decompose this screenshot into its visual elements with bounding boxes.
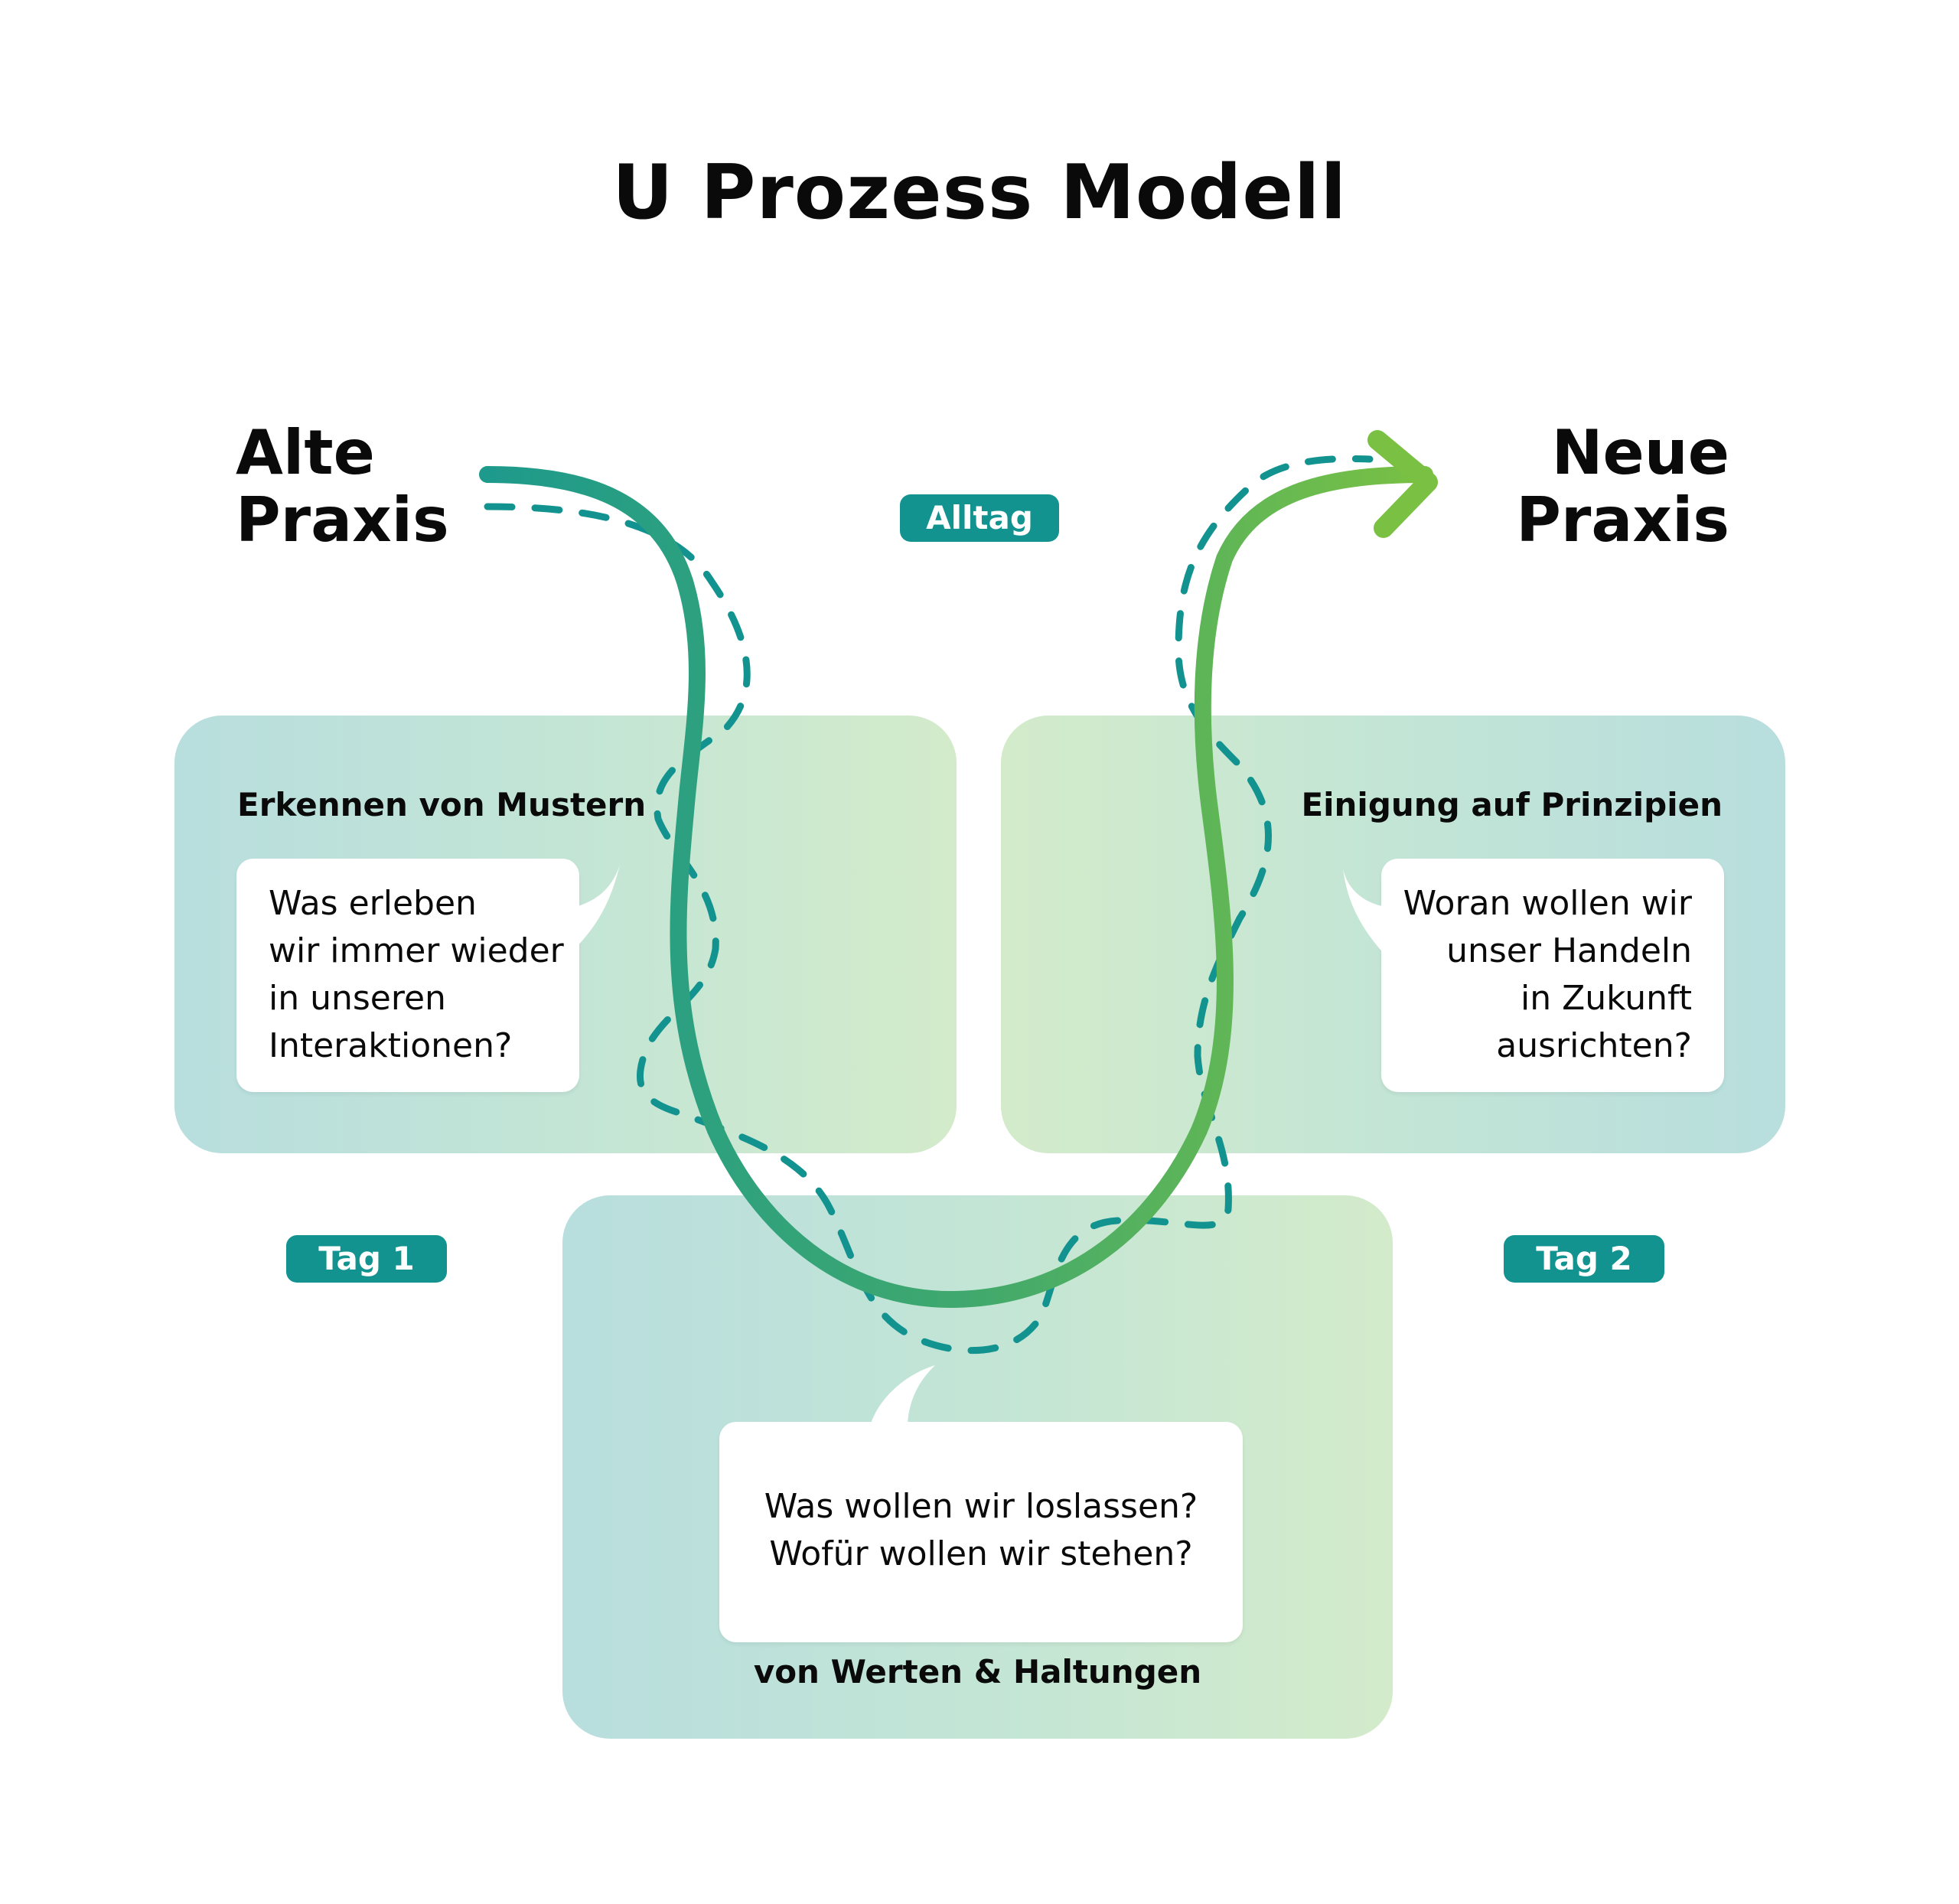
end-label: Neue Praxis [1516, 419, 1729, 554]
end-label-line1: Neue [1551, 417, 1729, 488]
right-question-text: Woran wollen wir unser Handeln in Zukunf… [1403, 880, 1692, 1070]
left-question-text: Was erleben wir immer wieder in unseren … [269, 880, 564, 1070]
alltag-tag: Alltag [900, 494, 1059, 542]
left-question-line: Interaktionen? [269, 1026, 513, 1065]
start-label: Alte Praxis [236, 419, 449, 554]
day-1-tag: Tag 1 [286, 1235, 447, 1283]
right-question-line: in Zukunft [1521, 979, 1692, 1018]
bottom-question-line: Wofür wollen wir stehen? [769, 1534, 1193, 1573]
dashed-journey-path [484, 455, 1374, 1355]
day-2-tag: Tag 2 [1504, 1235, 1664, 1283]
left-phase-title: Erkennen von Mustern [237, 786, 647, 823]
arrow-head-icon [1367, 430, 1438, 538]
bottom-question-bubble: Was wollen wir loslassen? Wofür wollen w… [719, 1422, 1243, 1642]
bottom-phase-title-line: von Werten & Haltungen [753, 1653, 1202, 1690]
start-label-line2: Praxis [236, 484, 449, 556]
right-question-line: ausrichten? [1496, 1026, 1692, 1065]
end-label-line2: Praxis [1516, 484, 1729, 556]
main-u-path [479, 466, 1433, 1309]
right-question-bubble: Woran wollen wir unser Handeln in Zukunf… [1381, 859, 1724, 1092]
left-question-line: Was erleben [269, 884, 477, 923]
bottom-question-line: Was wollen wir loslassen? [764, 1487, 1198, 1526]
left-question-line: wir immer wieder [269, 931, 564, 970]
left-bubble-tail [566, 865, 620, 957]
right-question-line: Woran wollen wir [1403, 884, 1692, 923]
right-phase-title: Einigung auf Prinzipien [1301, 786, 1723, 823]
right-question-line: unser Handeln [1446, 931, 1692, 970]
bottom-question-text: Was wollen wir loslassen? Wofür wollen w… [719, 1483, 1243, 1578]
right-bubble-tail [1343, 869, 1387, 957]
page-title: U Prozess Modell [611, 149, 1348, 236]
left-question-bubble: Was erleben wir immer wieder in unseren … [236, 859, 579, 1092]
left-question-line: in unseren [269, 979, 446, 1018]
bottom-bubble-tail [871, 1365, 935, 1423]
start-label-line1: Alte [236, 417, 375, 488]
